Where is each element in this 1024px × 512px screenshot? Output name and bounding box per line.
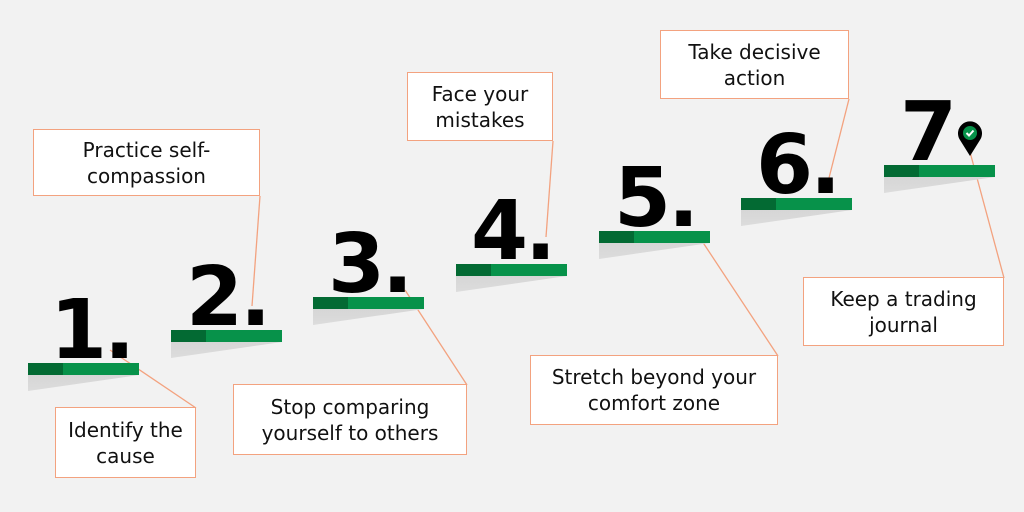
step-bar [599, 231, 710, 243]
step-bar [741, 198, 852, 210]
step-bar [28, 363, 139, 375]
step-bar [456, 264, 567, 276]
step-label-2: Practice self-compassion [33, 129, 260, 196]
step-label-7: Keep a trading journal [803, 277, 1004, 346]
step-label-1: Identify the cause [55, 407, 196, 478]
step-label-3: Stop comparing yourself to others [233, 384, 467, 455]
step-number-5: 5. [614, 151, 699, 246]
connector-4 [545, 140, 554, 238]
step-label-4: Face your mistakes [407, 72, 553, 141]
step-bar [884, 165, 995, 177]
step-number-6: 6. [756, 118, 841, 213]
connector-1 [109, 349, 197, 409]
step-number-7: 7 [900, 85, 957, 180]
step-number-1: 1. [50, 283, 135, 378]
step-number-2: 2. [186, 250, 271, 345]
step-label-6: Take decisive action [660, 30, 849, 99]
map-pin-check-icon [958, 121, 982, 156]
step-number-4: 4. [471, 184, 556, 279]
connector-5 [699, 237, 779, 357]
step-bar [171, 330, 282, 342]
connector-6 [828, 98, 850, 179]
connector-2 [251, 195, 261, 307]
step-bar [313, 297, 424, 309]
step-number-3: 3. [328, 217, 413, 312]
step-label-5: Stretch beyond your comfort zone [530, 355, 778, 425]
